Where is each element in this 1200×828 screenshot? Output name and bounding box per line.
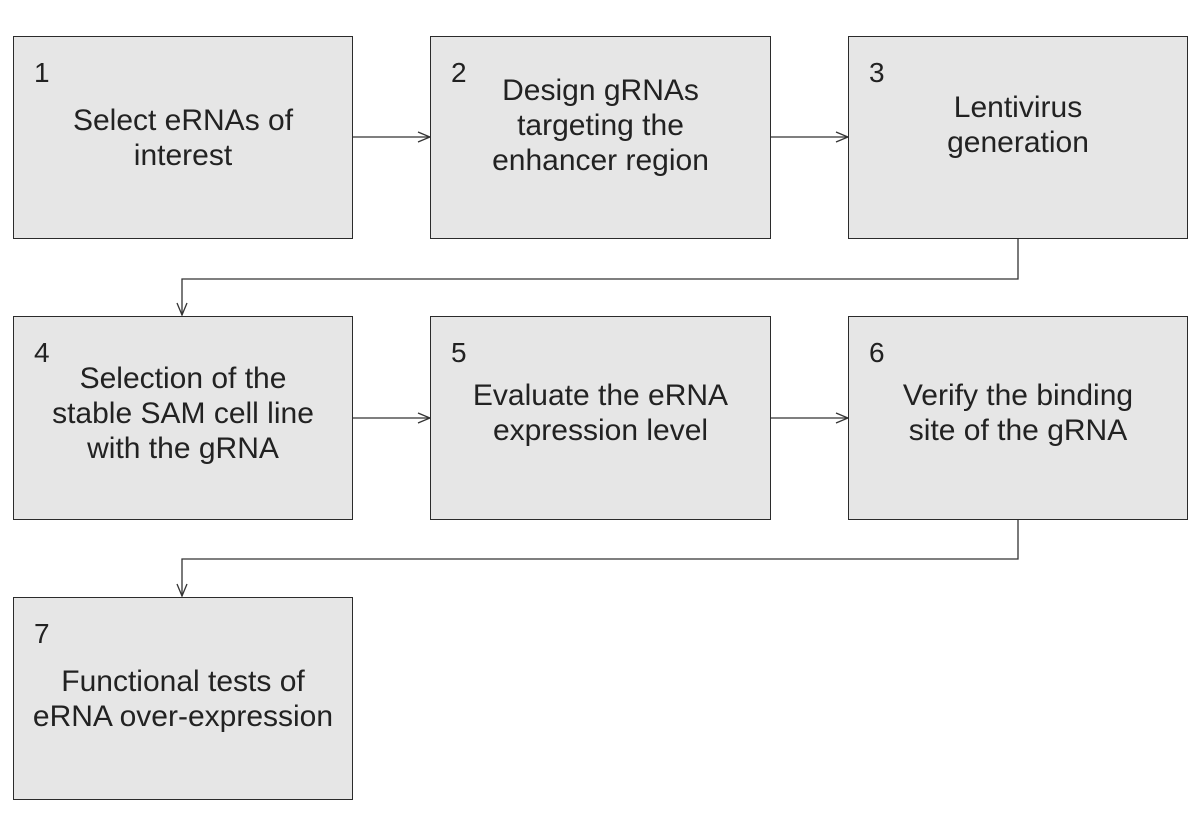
step-1-box: 1 Select eRNAs of interest <box>13 36 353 239</box>
arrow-6-to-7 <box>182 519 1019 596</box>
step-5-number: 5 <box>451 337 467 368</box>
step-6-number: 6 <box>869 337 885 368</box>
step-7-number: 7 <box>34 618 50 649</box>
step-2-number: 2 <box>451 57 467 88</box>
step-3-number: 3 <box>869 57 885 88</box>
step-4-number: 4 <box>34 337 50 368</box>
step-5-box: 5 Evaluate the eRNA expression level <box>430 316 771 520</box>
step-4-box: 4 Selection of the stable SAM cell line … <box>13 316 353 520</box>
step-7-label: Functional tests of eRNA over-expression <box>32 665 334 733</box>
step-3-box: 3 Lentivirus generation <box>848 36 1188 239</box>
step-1-number: 1 <box>34 57 50 88</box>
arrow-3-to-4 <box>182 238 1019 315</box>
step-5-label: Evaluate the eRNA expression level <box>472 379 729 447</box>
step-4-label: Selection of the stable SAM cell line wi… <box>52 362 314 465</box>
step-7-box: 7 Functional tests of eRNA over-expressi… <box>13 597 353 800</box>
step-1-label: Select eRNAs of interest <box>72 104 294 172</box>
step-2-label: Design gRNAs targeting the enhancer regi… <box>492 74 709 177</box>
step-3-label: Lentivirus generation <box>947 91 1089 159</box>
step-6-box: 6 Verify the binding site of the gRNA <box>848 316 1188 520</box>
step-2-box: 2 Design gRNAs targeting the enhancer re… <box>430 36 771 239</box>
step-6-label: Verify the binding site of the gRNA <box>902 379 1134 447</box>
